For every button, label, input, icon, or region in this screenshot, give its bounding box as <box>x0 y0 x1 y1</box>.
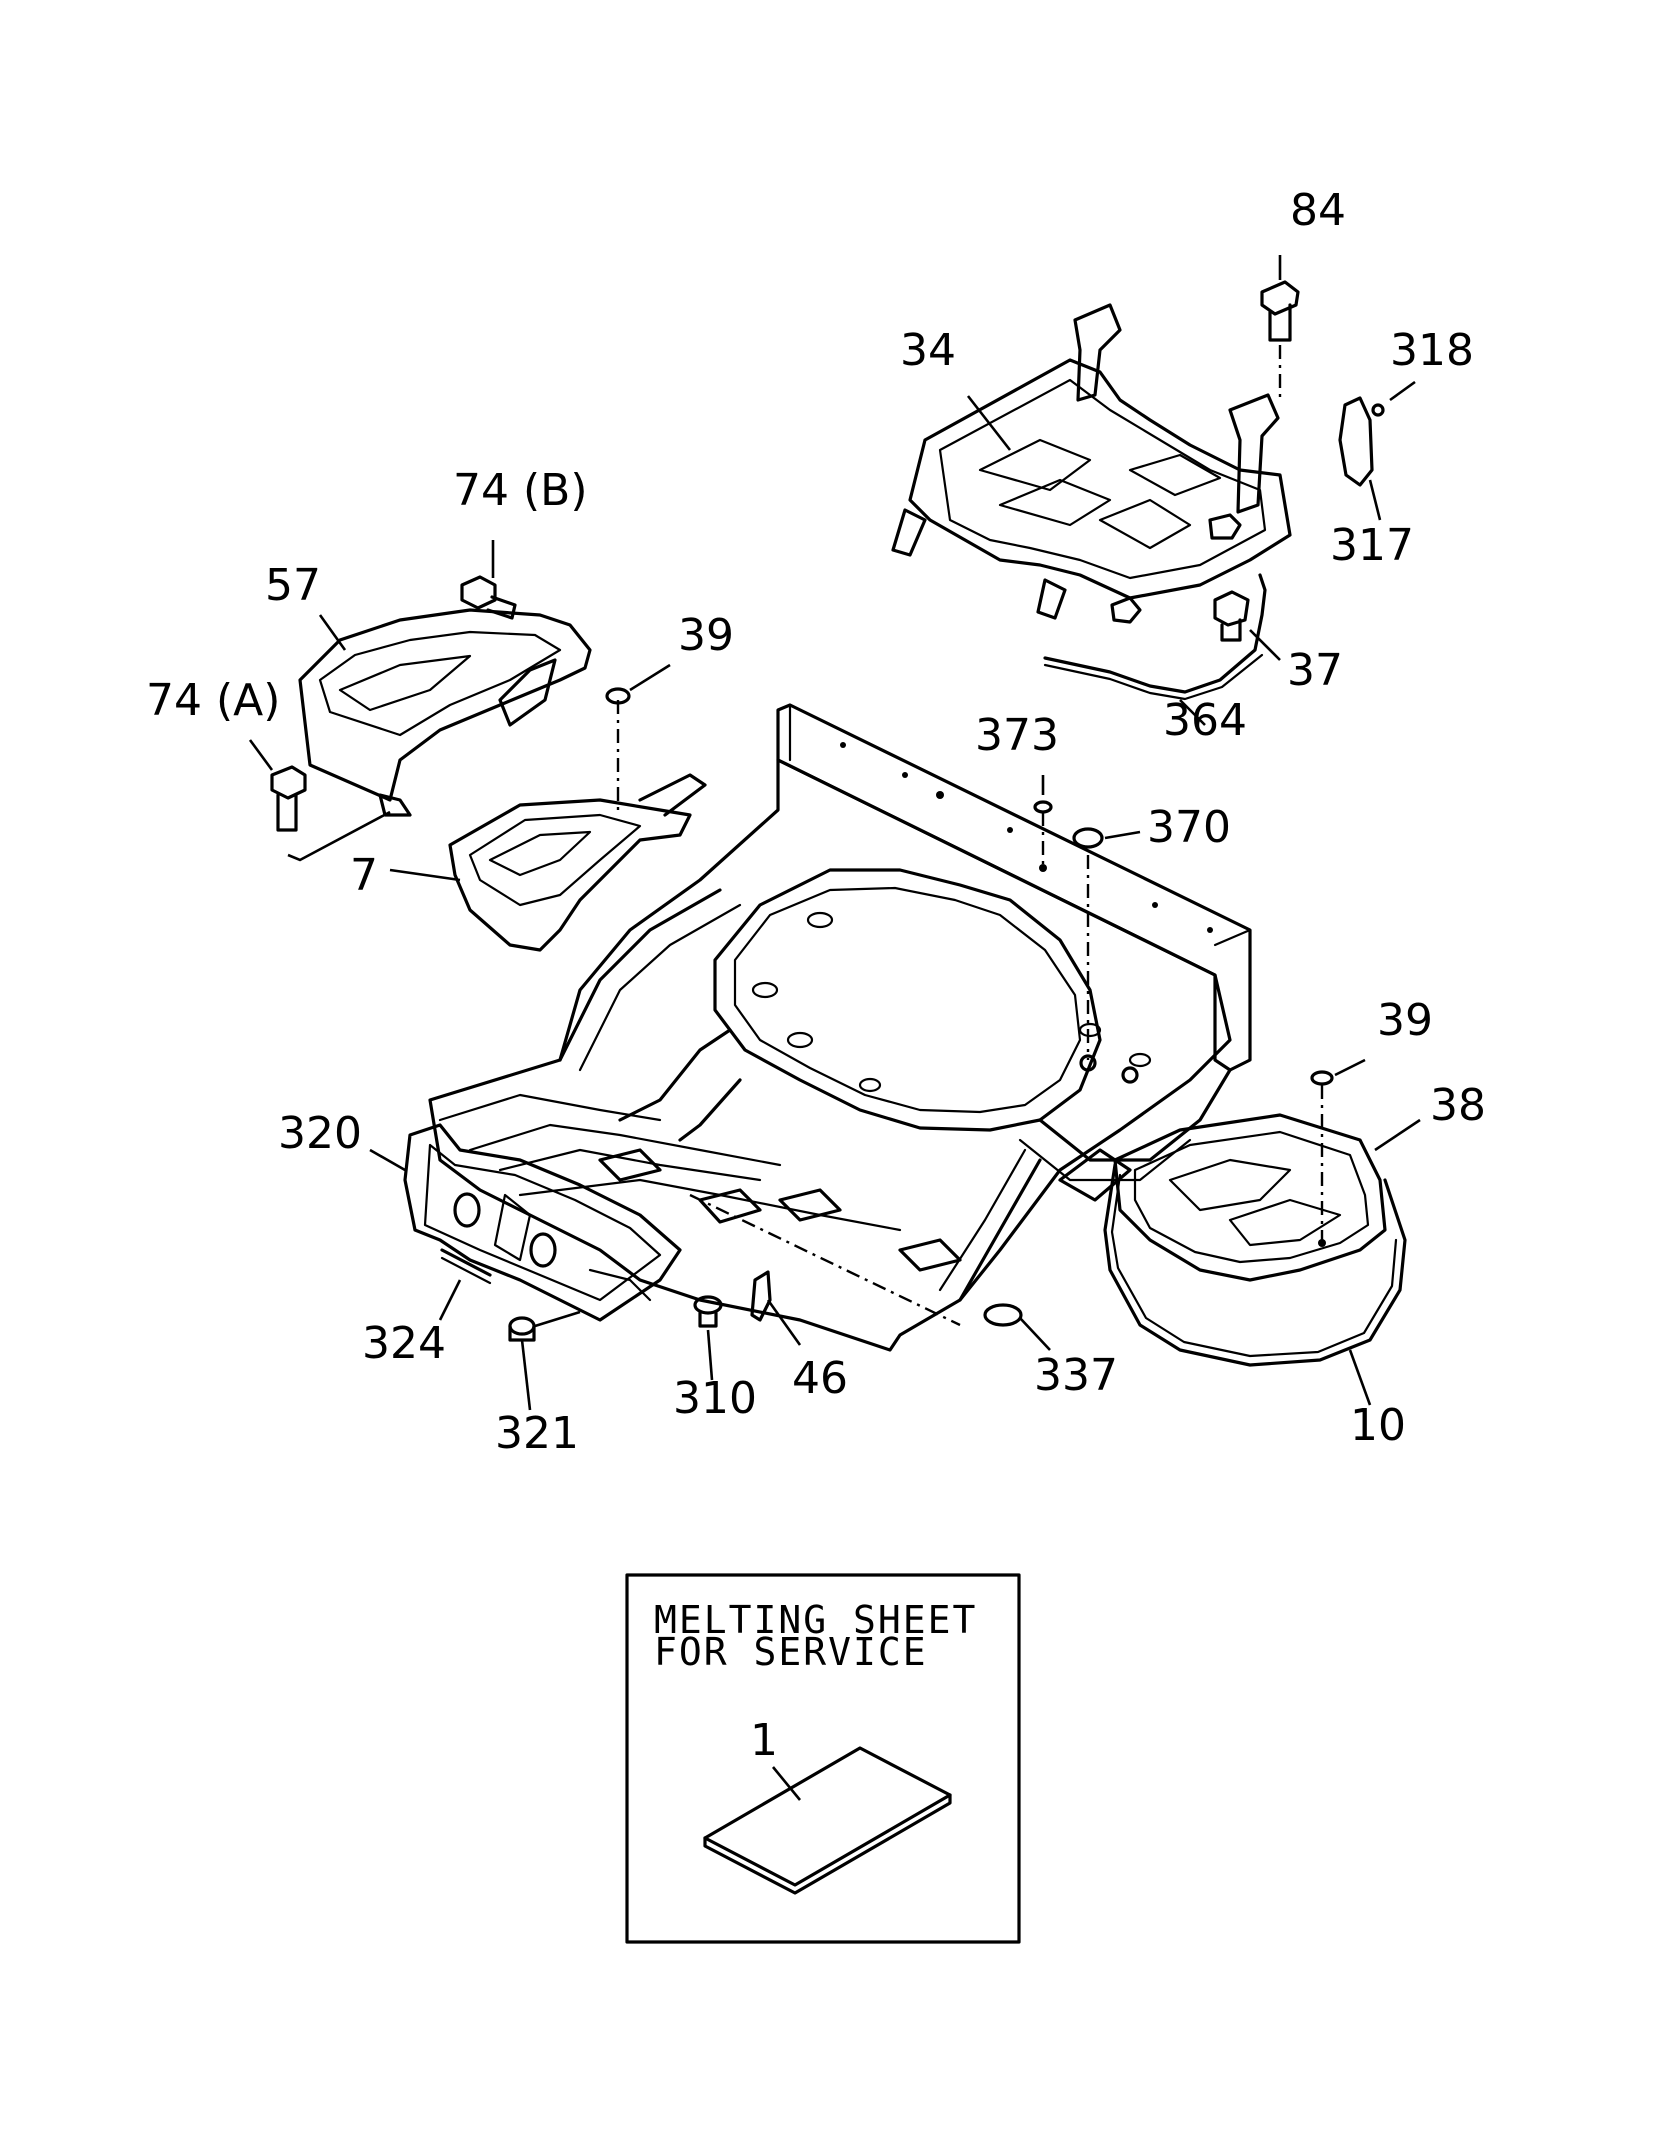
part-324-strip <box>440 1248 492 1277</box>
callout-57: 57 <box>265 560 321 611</box>
callout-37: 37 <box>1287 645 1343 696</box>
callout-38: 38 <box>1430 1080 1486 1131</box>
part-38-cover <box>1113 1085 1387 1282</box>
part-7-bracket <box>448 700 707 952</box>
part-317-clip <box>1338 396 1385 487</box>
part-39a-grommet <box>605 687 631 705</box>
callout-39a: 39 <box>678 610 734 661</box>
callout-1: 1 <box>750 1715 778 1766</box>
part-10-mat <box>1103 1163 1407 1367</box>
callout-74a: 74 (A) <box>146 675 280 726</box>
part-57-panel <box>298 608 592 817</box>
callout-310: 310 <box>673 1373 757 1424</box>
service-box: MELTING SHEET FOR SERVICE 1 <box>625 1573 1021 1944</box>
part-34-panel <box>891 303 1292 701</box>
callout-364: 364 <box>1163 695 1247 746</box>
main-floor-pan <box>428 703 1252 1352</box>
callout-10: 10 <box>1350 1400 1406 1451</box>
leader-1 <box>771 1766 802 1801</box>
callout-74b: 74 (B) <box>453 465 588 516</box>
callout-318: 318 <box>1390 325 1474 376</box>
callout-370: 370 <box>1147 802 1231 853</box>
part-84-bolt <box>1260 280 1300 398</box>
service-box-line2: FOR SERVICE <box>654 1630 928 1674</box>
callout-84: 84 <box>1290 185 1346 236</box>
part-10-mat-inner <box>1110 1173 1398 1358</box>
part-320-heat-shield <box>403 1123 682 1322</box>
part-310-clip <box>693 1295 723 1328</box>
part-373-plug <box>1033 800 1053 814</box>
callout-39b: 39 <box>1377 995 1433 1046</box>
leader-lines <box>248 255 1421 1411</box>
service-box-line1: MELTING SHEET <box>654 1598 977 1642</box>
callout-7: 7 <box>350 850 378 901</box>
callout-317: 317 <box>1330 520 1414 571</box>
part-324-strip-edge <box>440 1256 492 1285</box>
callout-321: 321 <box>495 1408 579 1459</box>
callout-34: 34 <box>900 325 956 376</box>
callout-337: 337 <box>1034 1350 1118 1401</box>
part-74a-bolt <box>270 765 391 862</box>
part-46-clip <box>750 1270 772 1322</box>
melting-sheet-edge <box>703 1793 952 1895</box>
part-39b-grommet <box>1310 1070 1334 1086</box>
callout-320: 320 <box>278 1108 362 1159</box>
part-321-nut <box>508 1310 581 1342</box>
part-337-plug <box>983 1303 1023 1327</box>
part-370-plug <box>1072 827 1104 849</box>
callout-324: 324 <box>362 1318 446 1369</box>
callout-46: 46 <box>792 1353 848 1404</box>
part-74b-bolt <box>460 575 517 620</box>
callout-373: 373 <box>975 710 1059 761</box>
